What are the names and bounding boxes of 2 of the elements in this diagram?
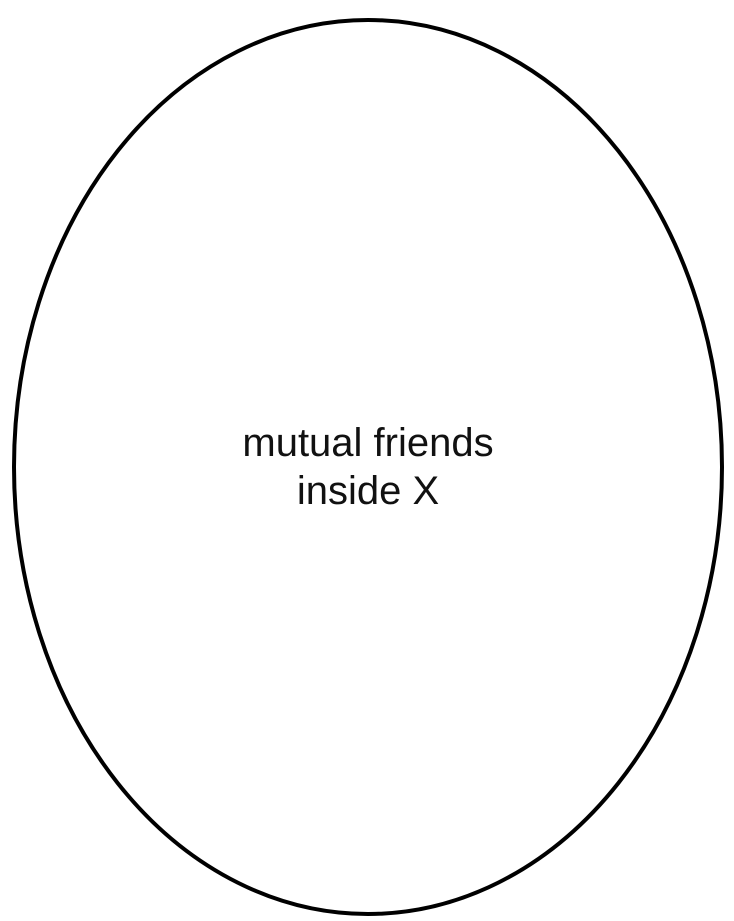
node-label: mutual friends inside X (241, 420, 495, 515)
ellipse-node (12, 18, 724, 916)
